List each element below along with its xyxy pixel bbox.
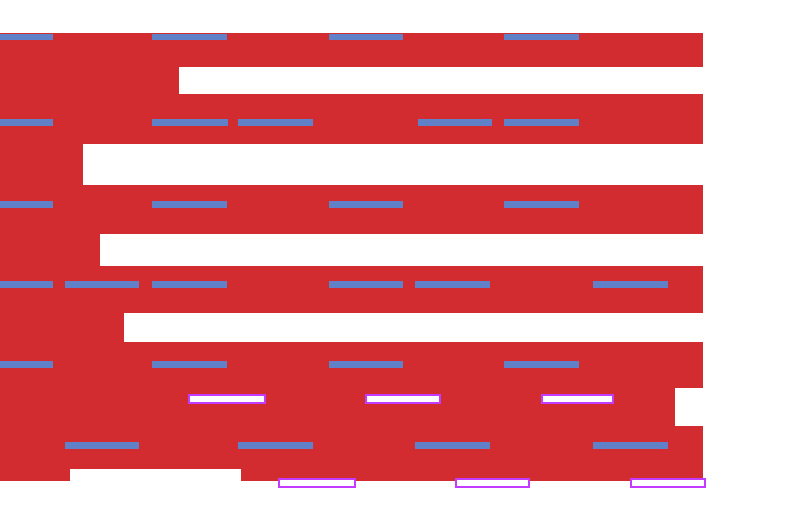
marker-r4-c3[interactable] [152, 281, 227, 288]
line-3-block [0, 94, 703, 144]
line-2-right [179, 62, 703, 67]
marker-r2-c3[interactable] [238, 119, 313, 126]
line-12-mid [241, 469, 703, 481]
marker-r2-c1[interactable] [0, 119, 53, 126]
gap-cut-notch [675, 388, 703, 426]
field-box-5[interactable] [455, 478, 530, 488]
marker-r3-c1[interactable] [0, 201, 53, 208]
gap-cut-line12 [70, 469, 241, 481]
marker-r2-c4[interactable] [418, 119, 492, 126]
line-7-block [0, 266, 703, 313]
marker-r5-c4[interactable] [504, 361, 579, 368]
line-4-left [0, 144, 83, 185]
field-box-3[interactable] [541, 394, 614, 404]
marker-r2-c2[interactable] [152, 119, 228, 126]
marker-r2-c5[interactable] [504, 119, 579, 126]
marker-r4-c2[interactable] [65, 281, 139, 288]
field-box-4[interactable] [278, 478, 356, 488]
marker-r6-c1[interactable] [65, 442, 139, 449]
line-5-block [0, 185, 703, 234]
field-box-2[interactable] [365, 394, 441, 404]
marker-r3-c2[interactable] [152, 201, 227, 208]
marker-r6-c4[interactable] [593, 442, 668, 449]
marker-r1-c4[interactable] [504, 34, 579, 40]
marker-r4-c5[interactable] [415, 281, 490, 288]
marker-r6-c2[interactable] [238, 442, 313, 449]
gap-cut-line8 [124, 313, 703, 342]
marker-r3-c3[interactable] [329, 201, 403, 208]
gap-cut-line4 [83, 144, 703, 185]
gap-cut-line2 [179, 67, 703, 94]
marker-r1-c1[interactable] [0, 34, 53, 40]
line-6-left [0, 234, 100, 266]
marker-r5-c3[interactable] [329, 361, 403, 368]
line-8-left [0, 313, 124, 342]
marker-r4-c4[interactable] [329, 281, 403, 288]
marker-r3-c4[interactable] [504, 201, 579, 208]
gap-cut-line6 [100, 234, 703, 266]
marker-r4-c1[interactable] [0, 281, 53, 288]
field-box-6[interactable] [630, 478, 706, 488]
line-12-left [0, 469, 70, 481]
marker-r4-c6[interactable] [593, 281, 668, 288]
marker-r1-c2[interactable] [152, 34, 227, 40]
marker-r5-c2[interactable] [152, 361, 227, 368]
line-2-left [0, 62, 179, 94]
marker-r6-c3[interactable] [415, 442, 490, 449]
field-box-1[interactable] [188, 394, 266, 404]
marker-r1-c3[interactable] [329, 34, 403, 40]
marker-r5-c1[interactable] [0, 361, 53, 368]
